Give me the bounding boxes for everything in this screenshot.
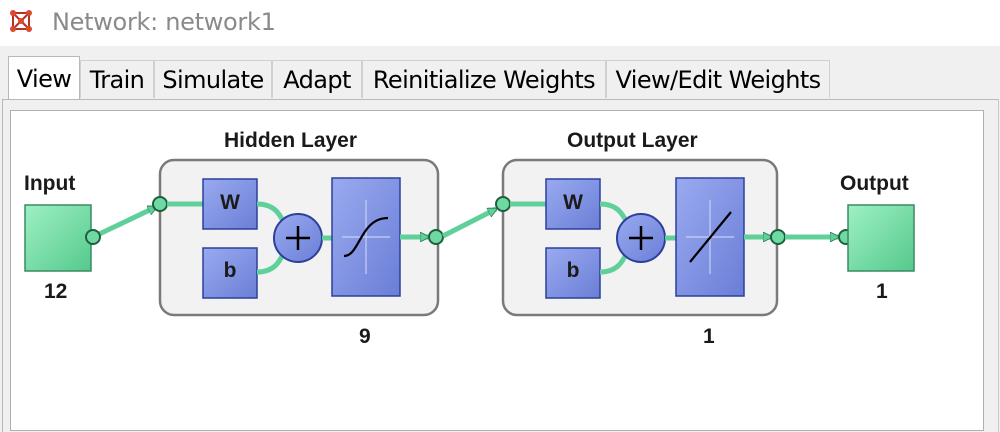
input-node — [24, 204, 92, 272]
output-layer-size: 1 — [703, 325, 715, 348]
tab-adapt[interactable]: Adapt — [272, 60, 362, 98]
connector-dot — [85, 229, 101, 245]
input-size: 12 — [44, 280, 68, 303]
sigmoid-icon — [343, 216, 389, 258]
hidden-bias-label: b — [223, 259, 237, 282]
tab-strip: View Train Simulate Adapt Reinitialize W… — [0, 56, 1000, 100]
output-bias-label: b — [566, 259, 580, 282]
tab-simulate[interactable]: Simulate — [154, 60, 272, 98]
tab-view[interactable]: View — [8, 56, 80, 100]
hidden-layer-size: 9 — [359, 325, 371, 348]
output-node — [847, 204, 915, 272]
matlab-network-icon — [10, 10, 32, 32]
input-label: Input — [24, 172, 76, 195]
tab-view-edit-weights[interactable]: View/Edit Weights — [606, 60, 830, 98]
connector-dot — [152, 196, 168, 212]
tab-reinitialize-weights[interactable]: Reinitialize Weights — [362, 60, 606, 98]
output-label: Output — [840, 172, 909, 195]
hidden-layer-title: Hidden Layer — [224, 129, 358, 152]
connector-dot — [428, 229, 444, 245]
hidden-bias-block — [202, 247, 258, 299]
linear-icon — [689, 211, 732, 263]
title-bar: Network: network1 — [0, 0, 1000, 46]
output-weight-label: W — [563, 191, 583, 214]
hidden-weight-block — [202, 178, 258, 230]
connector-line — [441, 206, 496, 239]
output-bias-block — [545, 247, 601, 299]
tab-train[interactable]: Train — [80, 60, 154, 98]
connector-line — [91, 204, 156, 240]
output-size: 1 — [876, 280, 888, 303]
output-weight-block — [545, 178, 601, 230]
connector-dot — [770, 229, 786, 245]
connector-dot — [495, 196, 511, 212]
output-layer-title: Output Layer — [567, 129, 698, 152]
hidden-weight-label: W — [220, 191, 240, 214]
window-title: Network: network1 — [52, 8, 276, 36]
